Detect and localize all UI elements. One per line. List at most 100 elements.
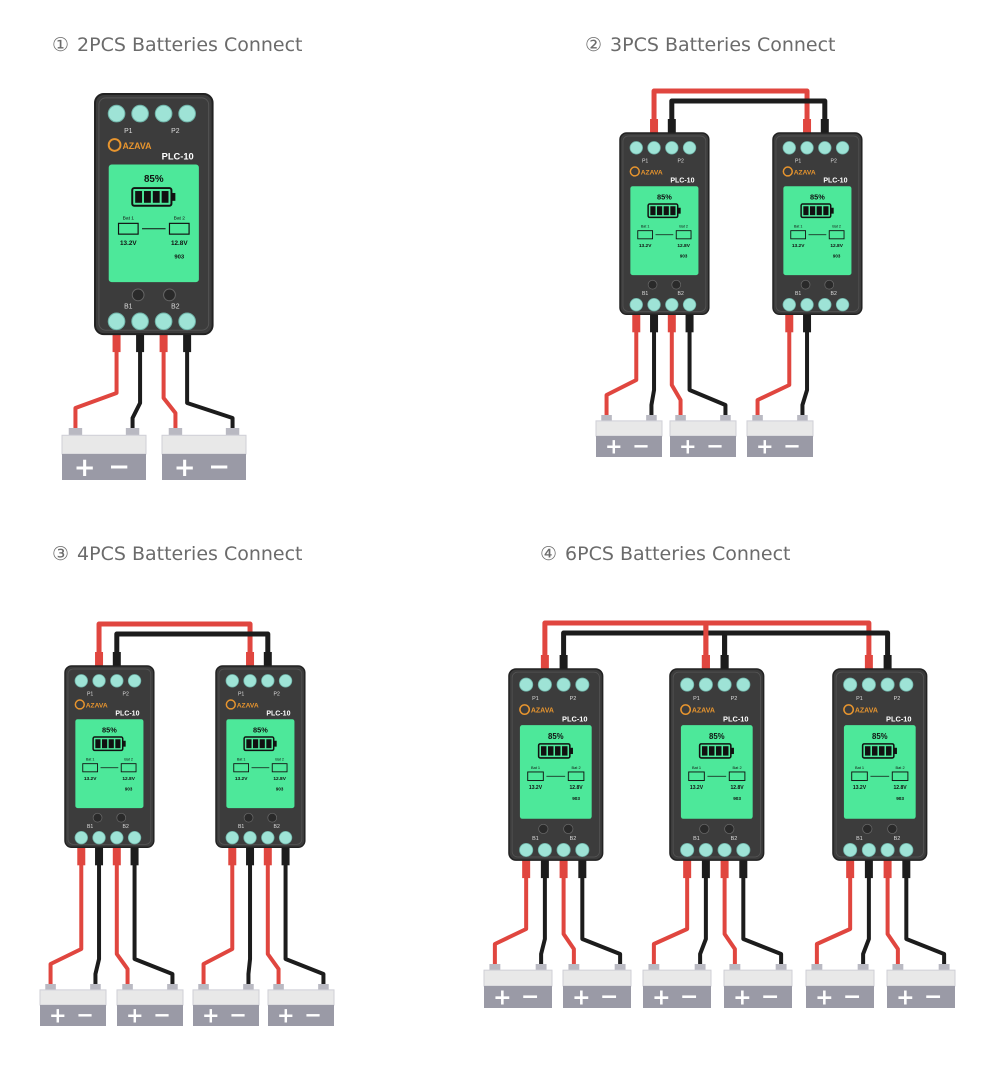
battery-level-tip	[171, 192, 176, 201]
battery-post-positive	[675, 415, 686, 421]
top-terminal-2	[243, 674, 257, 688]
battery-level-bar	[872, 746, 878, 756]
wire-b2-negative	[741, 858, 784, 966]
wire-b1-negative	[93, 845, 102, 986]
bat1-voltage: 13.2V	[84, 776, 97, 782]
bottom-terminal-2	[243, 831, 257, 845]
battery-post-negative	[318, 984, 329, 990]
plug-connector	[95, 847, 104, 866]
brand-name: AZAVA	[86, 702, 108, 709]
battery-minus-sign: −	[761, 985, 779, 1010]
battery-minus-sign: −	[600, 985, 618, 1010]
brand-logo-icon	[782, 166, 793, 177]
battery-plus-sign: +	[202, 1004, 220, 1028]
battery-plus-sign: +	[174, 453, 196, 483]
model-name: PLC-10	[886, 714, 912, 723]
model-name: PLC-10	[723, 714, 749, 723]
battery-plus-sign: +	[572, 985, 590, 1010]
device-button-right	[116, 812, 127, 823]
bat2-small-icon	[120, 763, 137, 773]
brand-logo-icon	[519, 704, 531, 716]
brand-logo-icon	[680, 704, 692, 716]
bat2-label: Bat 2	[275, 758, 284, 762]
top-terminal-1	[782, 141, 796, 155]
bat1-small-icon	[233, 763, 250, 773]
plug-connector	[136, 334, 145, 353]
charge-percent: 85%	[709, 732, 725, 741]
plug-connector	[263, 847, 272, 866]
bat1-voltage: 13.2V	[853, 785, 867, 791]
top-terminal-3	[665, 141, 679, 155]
battery-level-bar	[886, 746, 892, 756]
port-p2-label: P2	[123, 692, 129, 698]
battery-level-bar	[161, 191, 169, 203]
plug-connector	[883, 655, 892, 669]
plug-connector	[183, 334, 192, 353]
device-code: 903	[125, 786, 133, 791]
battery: +−	[886, 964, 956, 1010]
brand-logo-icon	[225, 699, 236, 710]
battery-level-bar	[266, 739, 272, 749]
battery-level-bar	[259, 739, 265, 749]
wire-b1-positive	[492, 858, 529, 966]
port-p1-label: P1	[124, 128, 133, 135]
battery: +−	[39, 984, 107, 1028]
battery-level-tip	[122, 740, 126, 747]
port-b1-label: B1	[87, 824, 93, 830]
bottom-terminal-4	[835, 298, 850, 312]
bottom-terminal-1	[629, 298, 643, 312]
device-button-right	[671, 279, 682, 290]
bottom-terminal-4	[575, 842, 590, 857]
battery-level-bar	[816, 206, 822, 216]
port-p1-label: P1	[238, 692, 244, 698]
battery-post-positive	[648, 964, 660, 971]
battery-minus-sign: −	[153, 1003, 171, 1027]
bottom-terminal-2	[92, 831, 106, 845]
wire-b2-negative	[132, 845, 175, 986]
model-name: PLC-10	[266, 711, 290, 718]
wire-b1-positive	[755, 312, 792, 417]
section-1-title: 2PCS Batteries Connect	[77, 34, 303, 56]
port-b1-label: B1	[795, 291, 801, 297]
device-code: 903	[833, 253, 841, 258]
plug-connector	[77, 847, 86, 866]
charge-percent: 85%	[657, 193, 672, 202]
bat1-small-icon	[117, 222, 139, 235]
battery-plus-sign: +	[277, 1004, 295, 1028]
battery: +−	[746, 415, 814, 459]
battery-post-positive	[489, 964, 501, 971]
bat2-voltage: 12.8V	[893, 785, 907, 791]
lcd-screen	[519, 725, 592, 819]
plug-connector	[650, 119, 659, 133]
battery-minus-sign: −	[843, 985, 861, 1010]
device-button-right	[824, 279, 835, 290]
battery-plus-sign: +	[652, 985, 670, 1010]
top-terminal-4	[736, 677, 751, 692]
plug-connector	[112, 334, 121, 353]
top-terminal-3	[818, 141, 832, 155]
top-terminal-2	[92, 674, 106, 688]
battery-level-icon	[800, 203, 832, 219]
top-terminal-1	[107, 104, 126, 123]
wire-b2-positive	[161, 332, 178, 430]
battery-bottom	[484, 986, 552, 1008]
bat1-label: Bat 1	[794, 225, 803, 229]
battery-level-bar	[709, 746, 715, 756]
plug-connector	[846, 860, 855, 879]
battery-post-positive	[892, 964, 904, 971]
brand-logo-icon	[629, 166, 640, 177]
bat1-voltage: 13.2V	[529, 785, 543, 791]
wire-b2-negative	[904, 858, 947, 966]
device-button-right	[724, 823, 735, 834]
device-button-right	[563, 823, 574, 834]
wire-b2-negative	[283, 845, 326, 986]
battery: +−	[116, 984, 184, 1028]
model-name: PLC-10	[562, 714, 588, 723]
battery-level-tip	[677, 207, 681, 214]
plug-connector	[281, 847, 290, 866]
bottom-terminal-1	[225, 831, 239, 845]
